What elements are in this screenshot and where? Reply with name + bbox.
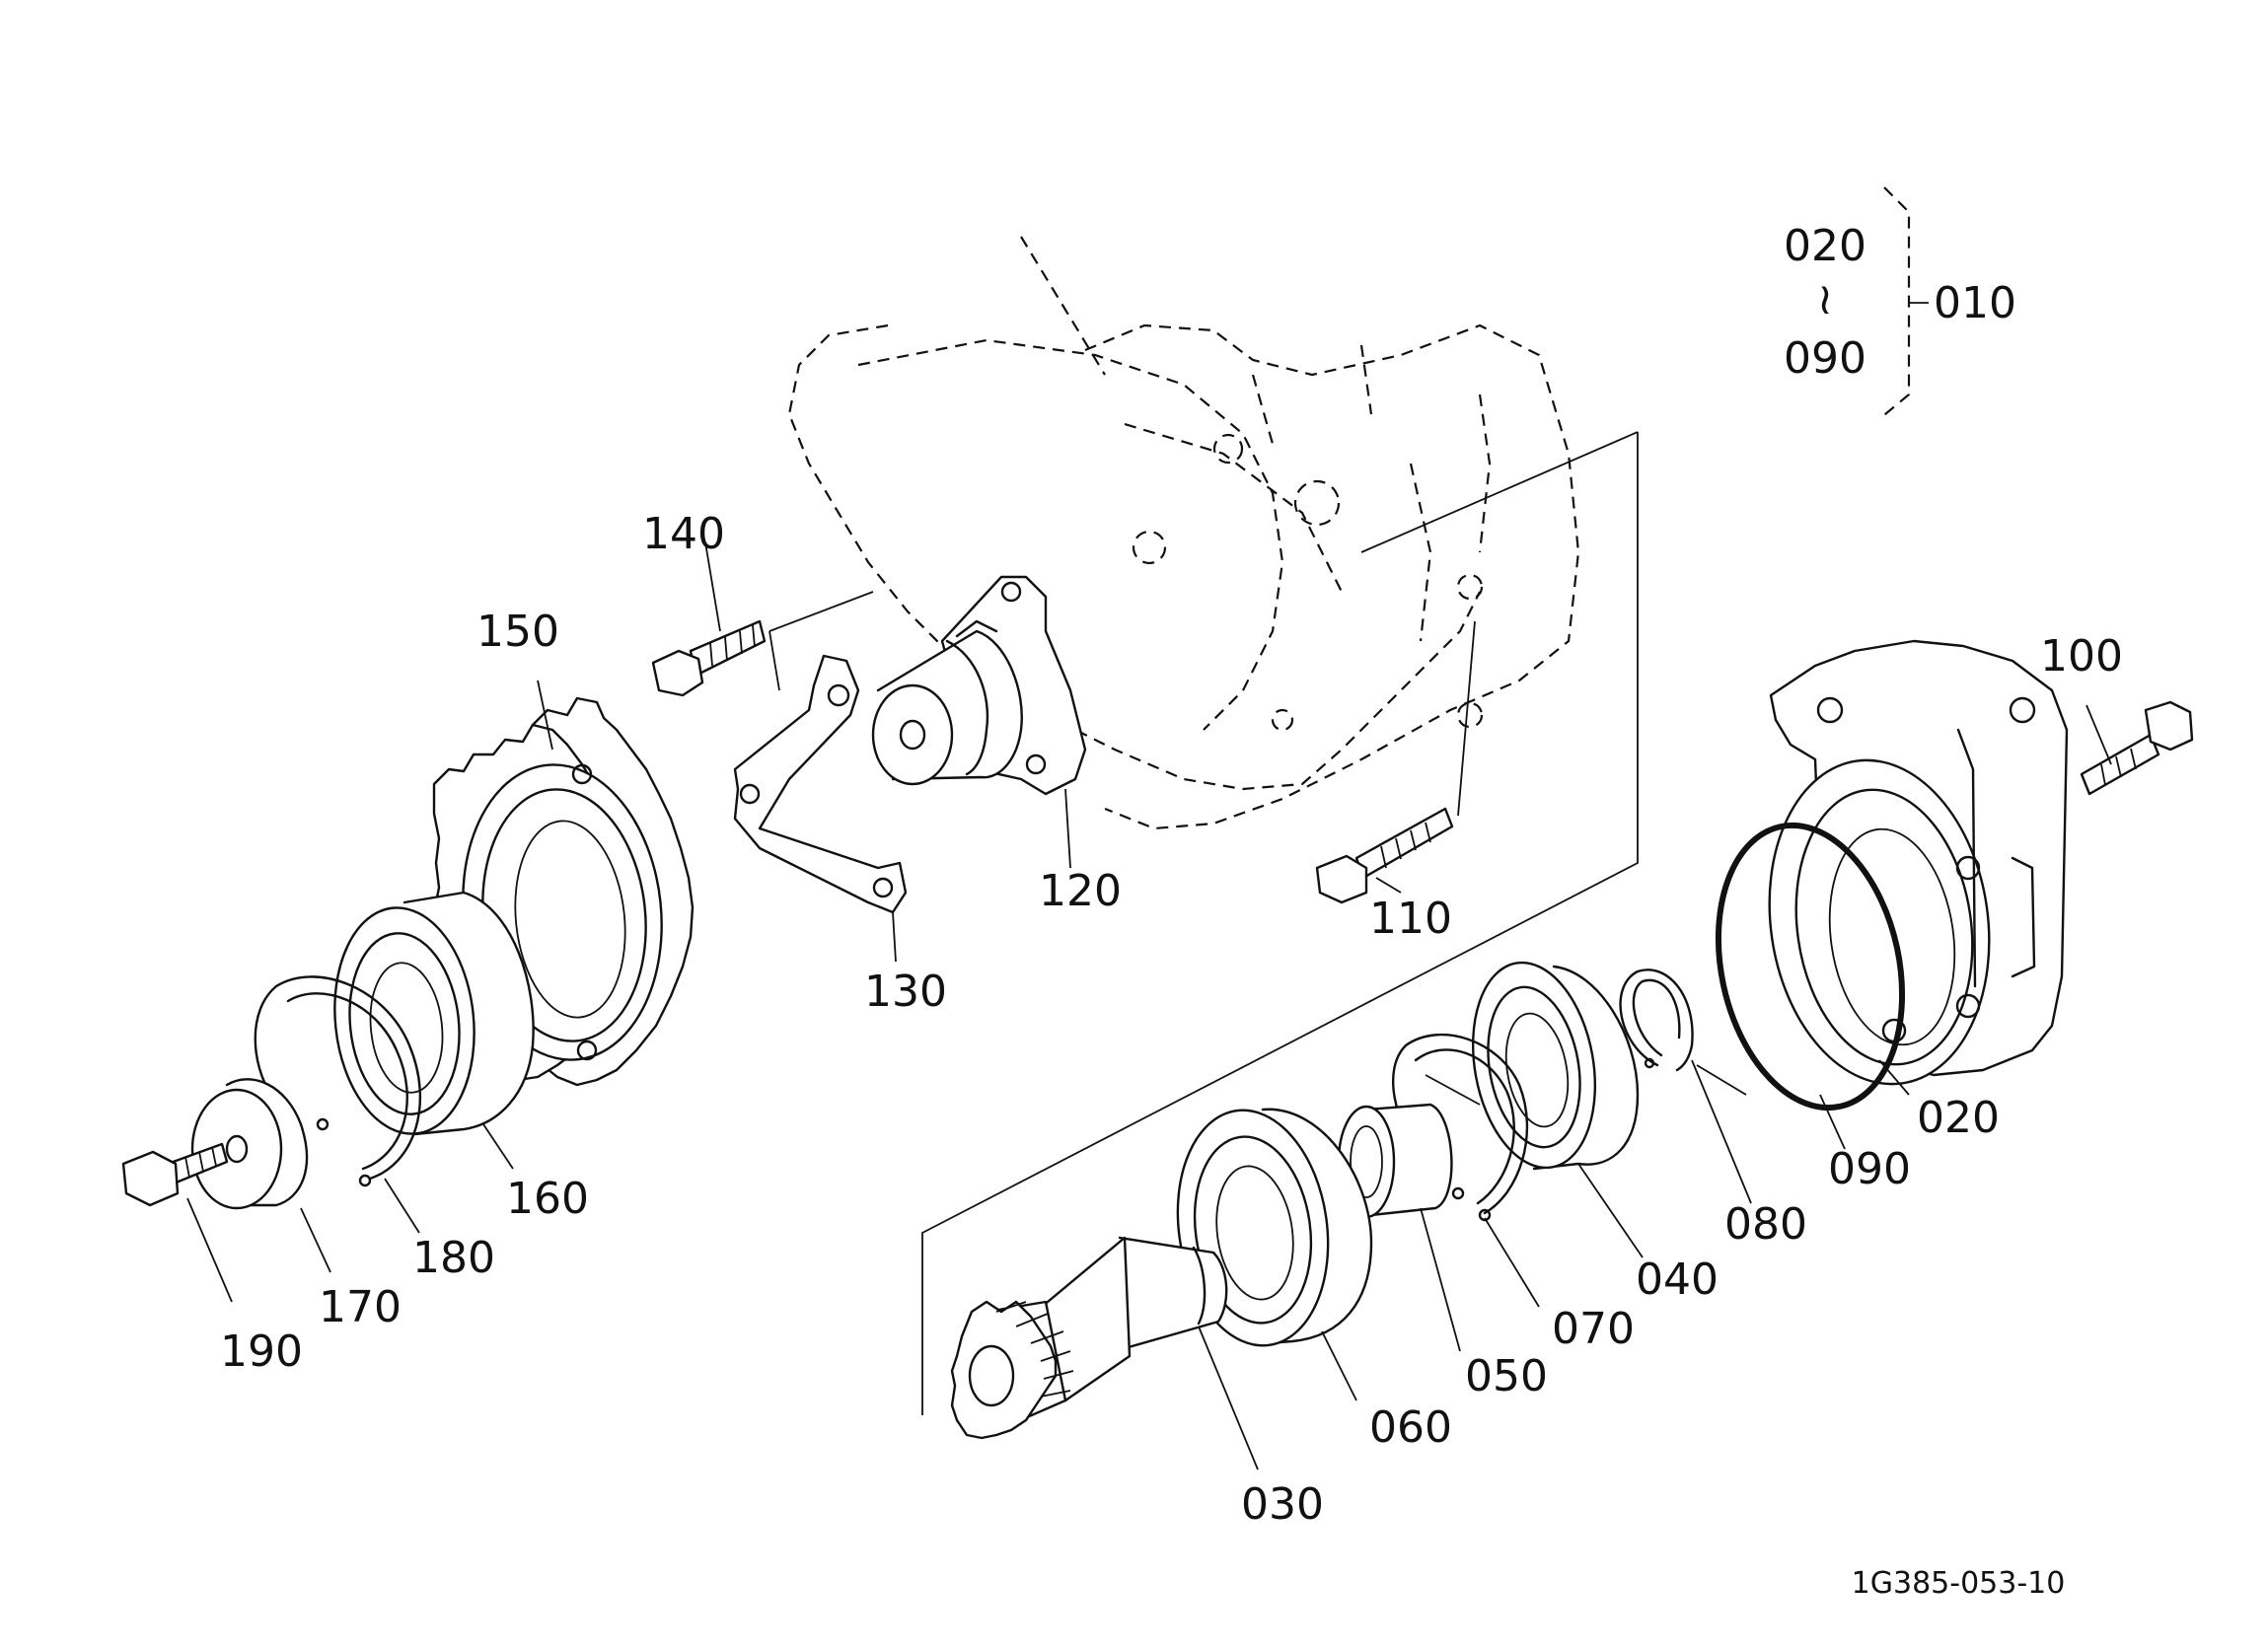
bolt-140: [651, 619, 767, 697]
callout-100: 100: [2040, 631, 2123, 682]
reference-frame: [768, 431, 1639, 1415]
lock-plate-130: [733, 630, 908, 914]
gear-case-outline: [787, 236, 1580, 830]
bolt-100: [2080, 700, 2194, 796]
snap-ring-180: [254, 975, 422, 1187]
legend-assembly: 010: [1934, 278, 2016, 328]
callout-130: 130: [864, 967, 947, 1017]
legend-to: 090: [1784, 333, 1866, 384]
bolt-190: [121, 1142, 229, 1207]
callout-170: 170: [319, 1282, 402, 1332]
legend-range-symbol: ≀: [1817, 274, 1834, 324]
image-code: 1G385-053-10: [1852, 1566, 2066, 1601]
legend-bracket: 020 ≀ 090 010: [1784, 186, 2016, 420]
callout-160: 160: [506, 1174, 589, 1224]
callout-180: 180: [412, 1233, 495, 1283]
bearing-040: [1471, 961, 1640, 1171]
bolt-110: [1315, 620, 1476, 904]
washer-170: [190, 1078, 309, 1210]
callout-040: 040: [1636, 1255, 1719, 1305]
pinion-shaft-030: [950, 1236, 1228, 1440]
idle-shaft-120: [871, 575, 1087, 796]
snap-ring-080: [1619, 968, 1694, 1072]
leader-lines: [186, 541, 2112, 1471]
callout-080: 080: [1724, 1199, 1807, 1250]
callout-030: 030: [1241, 1479, 1324, 1530]
legend-from: 020: [1784, 221, 1866, 271]
callout-190: 190: [220, 1327, 303, 1377]
bearing-160: [333, 891, 535, 1136]
callout-060: 060: [1369, 1402, 1452, 1453]
snap-ring-070: [1392, 1033, 1529, 1222]
callout-070: 070: [1552, 1304, 1635, 1354]
housing-020: [1768, 639, 2069, 1086]
o-ring-090: [1715, 822, 1906, 1112]
callout-140: 140: [642, 509, 725, 559]
callout-110: 110: [1369, 894, 1452, 944]
callout-020: 020: [1917, 1093, 2000, 1143]
callout-090: 090: [1828, 1144, 1911, 1194]
callout-120: 120: [1039, 866, 1122, 916]
callout-labels: 020 030 040 050 060 070 080 090 100 110 …: [220, 509, 2123, 1530]
callout-150: 150: [476, 607, 559, 657]
callout-050: 050: [1465, 1351, 1548, 1401]
